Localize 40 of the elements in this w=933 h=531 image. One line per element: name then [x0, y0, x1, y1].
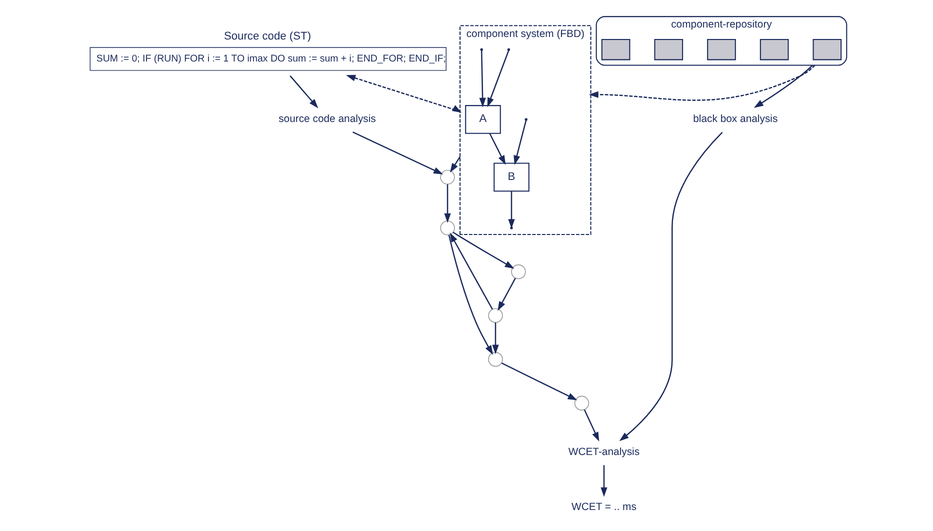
node-box: [812, 39, 842, 60]
node-circle: [510, 264, 526, 280]
arrow: [588, 64, 815, 101]
node-box: [706, 39, 736, 60]
arrow: [513, 120, 526, 165]
node-circle: [574, 396, 589, 411]
node-text: WCET-analysis: [568, 446, 640, 458]
arrow: [352, 132, 443, 174]
node-circle: [488, 352, 502, 367]
arrow: [452, 232, 514, 269]
node-circle: [440, 170, 454, 185]
arrow: [488, 133, 506, 165]
node-text: source code analysis: [278, 114, 376, 125]
arrow: [500, 362, 577, 400]
arrow: [444, 184, 450, 223]
node-box: [600, 39, 630, 60]
arrow: [753, 64, 812, 108]
arrow: [492, 322, 498, 354]
arrow: [583, 410, 599, 442]
node-box: [759, 39, 788, 60]
arrow: [289, 75, 318, 108]
node-box: A: [464, 105, 500, 134]
arrow: [449, 232, 492, 310]
arrow: [448, 234, 493, 355]
node-label: Source code (ST): [223, 30, 311, 43]
arrow: [346, 74, 462, 113]
node-box: [654, 39, 683, 60]
node-box: B: [493, 162, 529, 192]
arrow: [478, 50, 486, 108]
node-text: WCET = .. ms: [571, 502, 636, 513]
arrow: [449, 156, 460, 173]
node-circle: [440, 220, 454, 236]
arrow: [618, 132, 722, 442]
cluster: component-repository: [595, 16, 847, 66]
arrow: [600, 465, 607, 497]
arrow: [497, 278, 516, 311]
node-circle: [488, 308, 502, 323]
arrow: [486, 50, 509, 108]
node-text: black box analysis: [692, 114, 778, 125]
node-box: SUM := 0; IF (RUN) FOR i := 1 TO imax DO sum := sum + i; END_FOR; END_IF;: [89, 47, 446, 71]
